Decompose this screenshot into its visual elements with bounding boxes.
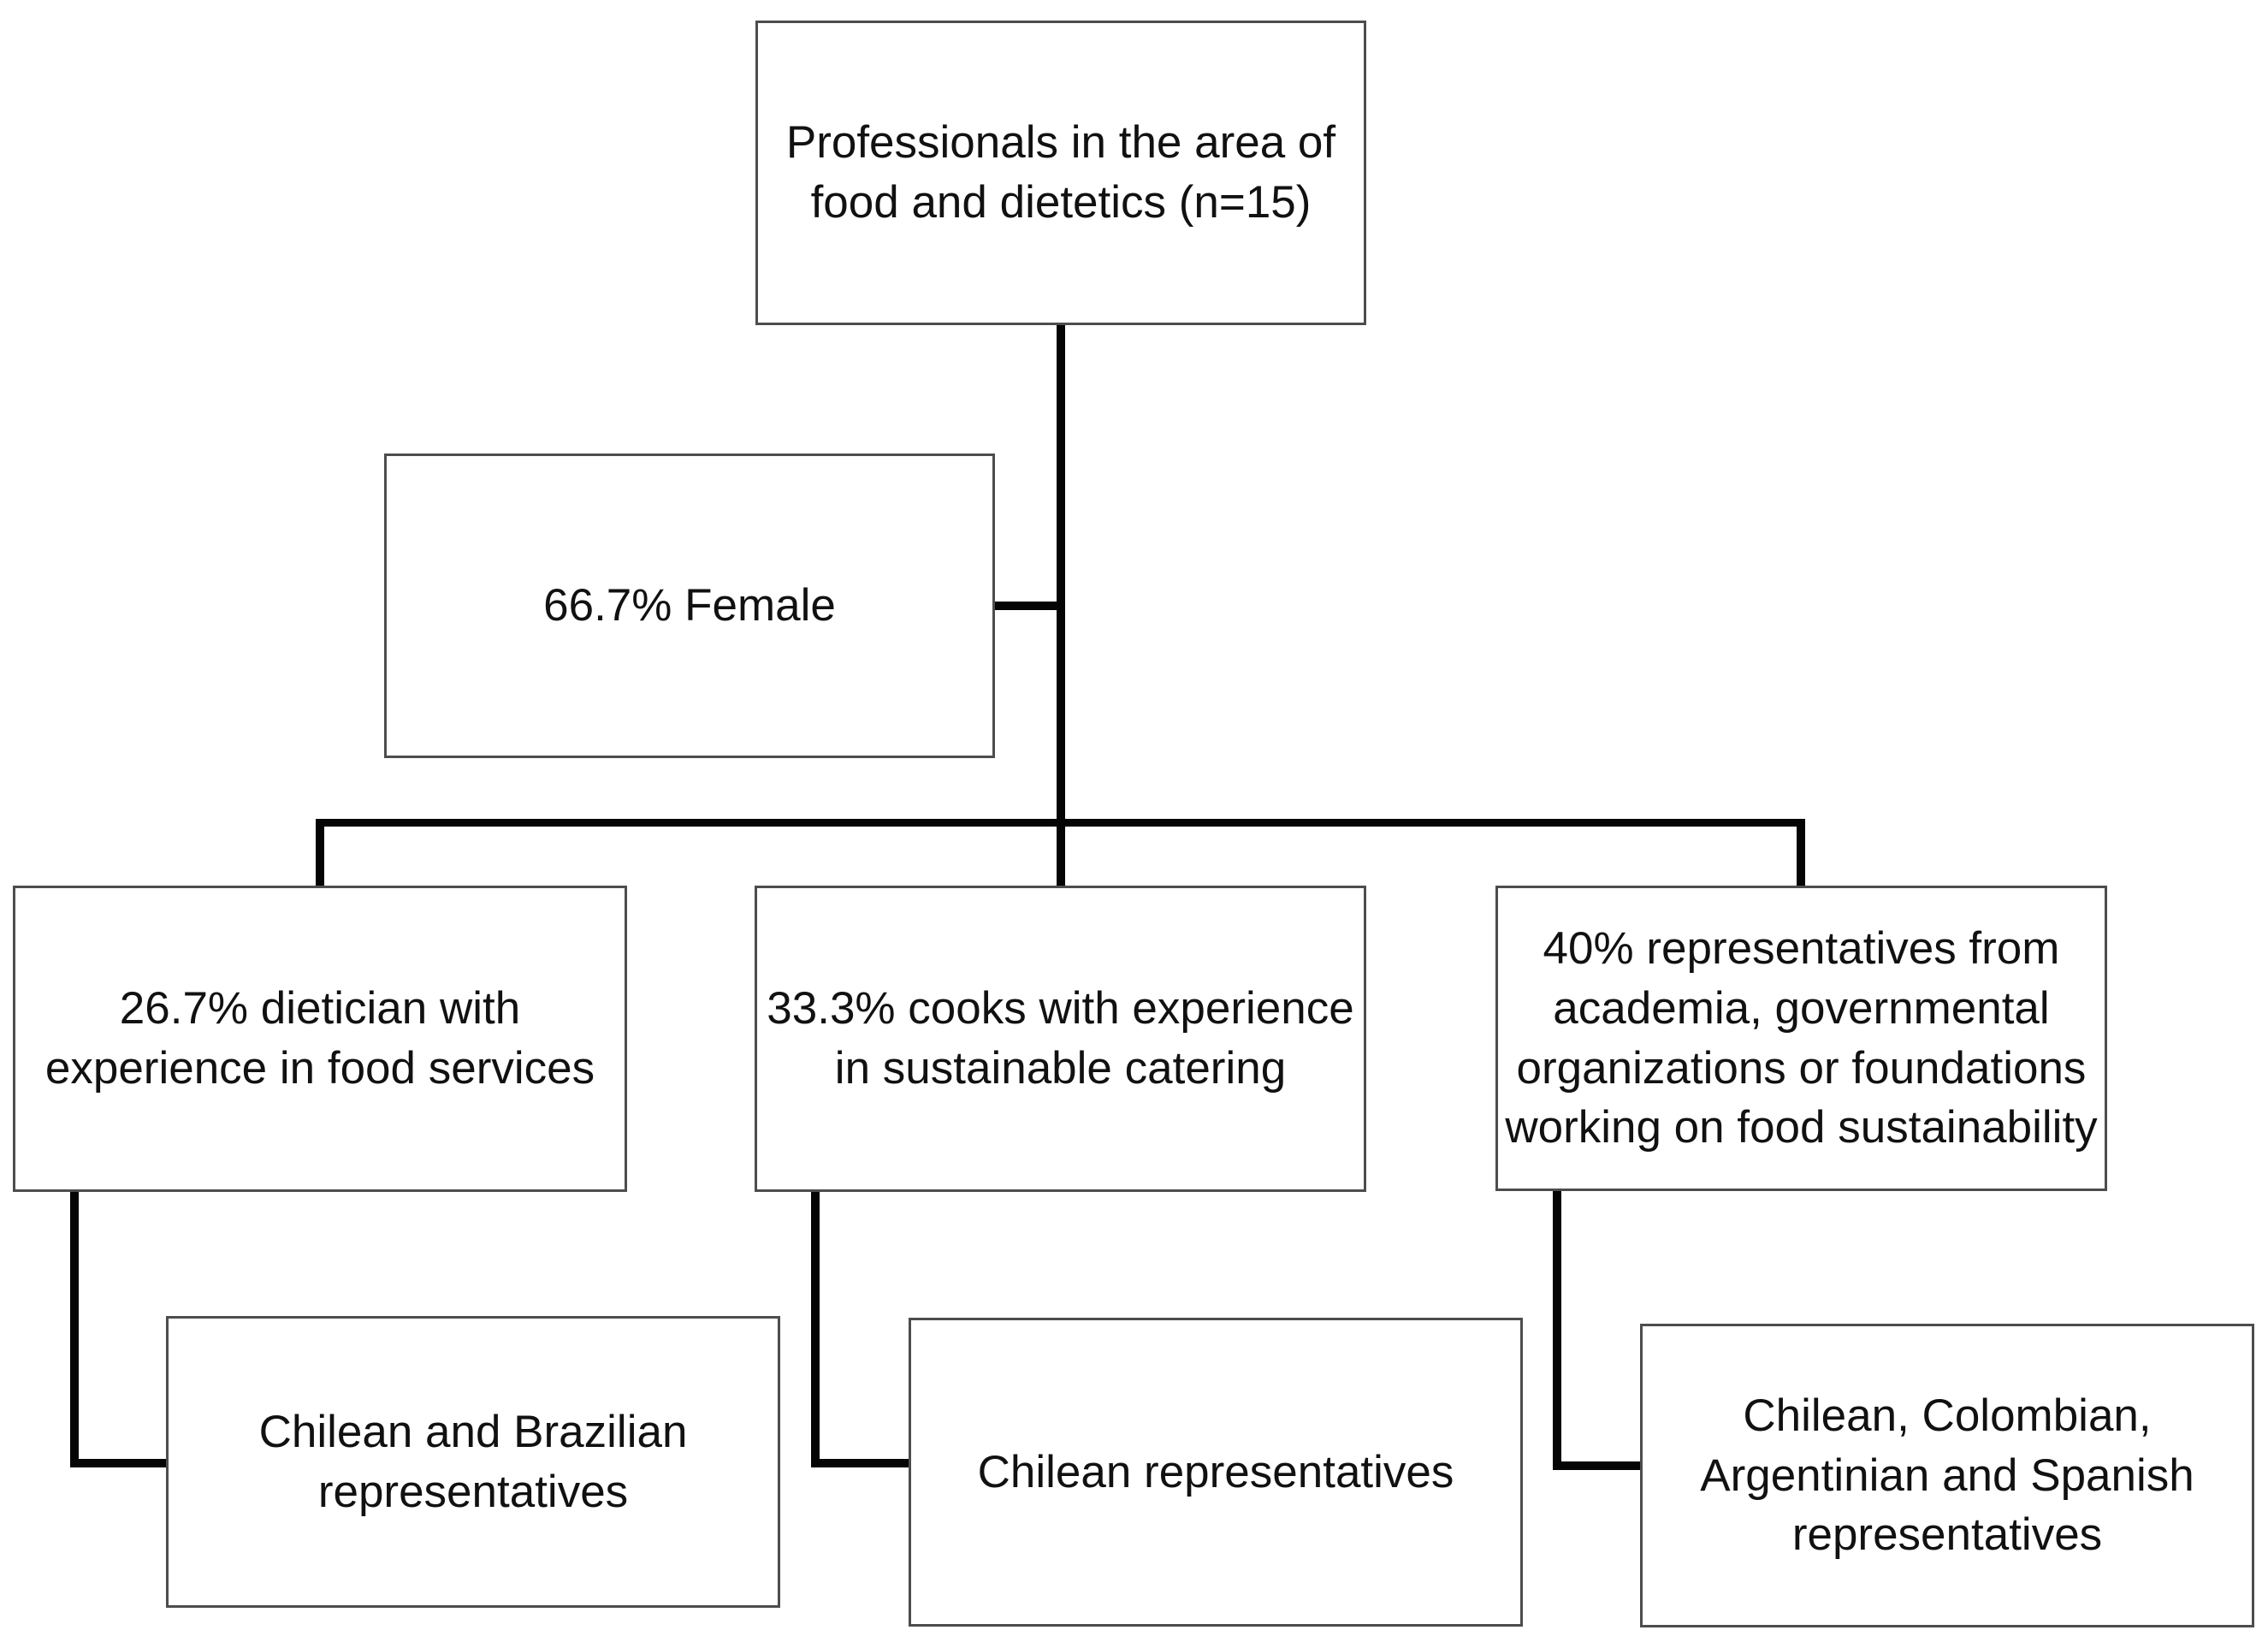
- node-academia-label: 40% representatives from academia, gover…: [1505, 922, 2098, 1153]
- node-dietician: 26.7% dietician with experience in food …: [13, 886, 627, 1192]
- node-professionals-label: Professionals in the area of food and di…: [785, 117, 1336, 228]
- node-female-label: 66.7% Female: [543, 580, 836, 631]
- connector-academia-elbow-vertical: [1553, 1191, 1561, 1470]
- node-chilean-colombian-argentinian-spanish: Chilean, Colombian, Argentinian and Span…: [1640, 1324, 2254, 1627]
- connector-cooks-elbow-vertical: [811, 1192, 820, 1467]
- connector-branch-rail: [316, 819, 1805, 827]
- connector-academia-elbow-horizontal: [1553, 1461, 1640, 1470]
- connector-rail-left-drop: [316, 819, 324, 886]
- node-professionals-root: Professionals in the area of food and di…: [755, 21, 1366, 325]
- node-chilean-label: Chilean representatives: [977, 1446, 1454, 1497]
- node-chilean: Chilean representatives: [909, 1318, 1523, 1627]
- node-chilean-colombian-argentinian-spanish-label: Chilean, Colombian, Argentinian and Span…: [1700, 1390, 2194, 1561]
- connector-female-to-trunk: [995, 602, 1061, 610]
- node-dietician-label: 26.7% dietician with experience in food …: [44, 983, 595, 1094]
- node-cooks: 33.3% cooks with experience in sustainab…: [755, 886, 1366, 1192]
- connector-trunk-vertical: [1057, 325, 1065, 886]
- node-chilean-brazilian: Chilean and Brazilian representatives: [166, 1316, 780, 1608]
- node-cooks-label: 33.3% cooks with experience in sustainab…: [767, 983, 1354, 1094]
- node-female-share: 66.7% Female: [384, 453, 995, 758]
- connector-dietician-elbow-vertical: [70, 1192, 79, 1467]
- node-academia-government: 40% representatives from academia, gover…: [1495, 886, 2107, 1191]
- connector-cooks-elbow-horizontal: [811, 1459, 909, 1467]
- connector-dietician-elbow-horizontal: [70, 1459, 166, 1467]
- node-chilean-brazilian-label: Chilean and Brazilian representatives: [258, 1406, 688, 1517]
- connector-rail-right-drop: [1797, 819, 1805, 887]
